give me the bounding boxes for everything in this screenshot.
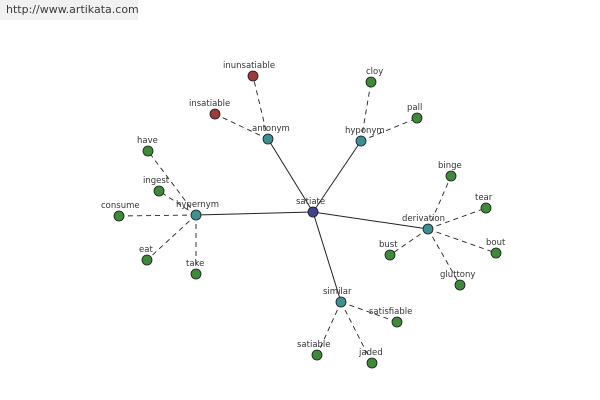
word-node-cloy[interactable]: [365, 76, 377, 88]
relation-label-hyponym[interactable]: hyponym: [345, 126, 385, 136]
word-label-bust[interactable]: bust: [379, 240, 398, 250]
edge-center-antonym: [267, 138, 314, 213]
edge-hypernym-have: [147, 150, 197, 216]
word-label-inunsatiable[interactable]: inunsatiable: [223, 61, 275, 71]
relation-label-hypernym[interactable]: hypernym: [176, 200, 219, 210]
word-label-take[interactable]: take: [186, 259, 204, 269]
relation-label-similar[interactable]: similar: [323, 287, 352, 297]
relation-node-hypernym[interactable]: [190, 209, 202, 221]
relation-label-derivation[interactable]: derivation: [402, 214, 445, 224]
center-node[interactable]: [307, 206, 319, 218]
edge-hyponym-pall: [360, 117, 418, 142]
edges-layer: [118, 75, 497, 364]
word-node-take[interactable]: [190, 268, 202, 280]
word-node-tear[interactable]: [480, 202, 492, 214]
edge-center-hypernym: [195, 211, 314, 216]
edge-hyponym-cloy: [360, 81, 372, 142]
edge-derivation-bout: [427, 228, 497, 254]
edge-similar-jaded: [340, 301, 373, 364]
word-label-gluttony[interactable]: gluttony: [440, 270, 475, 280]
edge-derivation-binge: [427, 175, 452, 230]
word-label-jaded[interactable]: jaded: [358, 348, 383, 358]
relation-node-derivation[interactable]: [422, 223, 434, 235]
nodes-layer: [113, 70, 502, 369]
word-node-have[interactable]: [142, 145, 154, 157]
word-node-consume[interactable]: [113, 210, 125, 222]
center-label[interactable]: satiate: [296, 197, 325, 207]
word-node-jaded[interactable]: [366, 357, 378, 369]
edge-similar-satiable: [316, 301, 342, 356]
edge-hypernym-consume: [118, 214, 197, 217]
edge-derivation-tear: [427, 207, 487, 230]
word-node-binge[interactable]: [445, 170, 457, 182]
edge-center-similar: [312, 211, 342, 303]
word-node-satiable[interactable]: [311, 349, 323, 361]
word-label-satisfiable[interactable]: satisfiable: [369, 307, 412, 317]
edge-center-derivation: [312, 211, 429, 230]
relation-node-similar[interactable]: [335, 296, 347, 308]
edge-center-hyponym: [312, 140, 362, 213]
word-node-satisfiable[interactable]: [391, 316, 403, 328]
word-node-eat[interactable]: [141, 254, 153, 266]
edge-antonym-inunsatiable: [252, 75, 269, 140]
word-node-inunsatiable[interactable]: [247, 70, 259, 82]
word-node-insatiable[interactable]: [209, 108, 221, 120]
word-node-ingest[interactable]: [153, 185, 165, 197]
edge-hypernym-ingest: [158, 190, 197, 216]
edge-hypernym-eat: [146, 214, 197, 261]
labels-layer: insatiable inunsatiable antonym cloy pall hyp…: [101, 61, 506, 358]
word-node-bout[interactable]: [490, 247, 502, 259]
word-label-tear[interactable]: tear: [475, 193, 493, 203]
url-banner[interactable]: http://www.artikata.com: [0, 0, 139, 20]
word-label-eat[interactable]: eat: [139, 245, 153, 255]
edge-antonym-insatiable: [214, 113, 269, 140]
relation-label-antonym[interactable]: antonym: [252, 124, 290, 134]
word-node-gluttony[interactable]: [454, 279, 466, 291]
edge-derivation-bust: [389, 228, 429, 256]
word-label-pall[interactable]: pall: [407, 103, 422, 113]
word-label-satiable[interactable]: satiable: [297, 340, 331, 350]
word-node-bust[interactable]: [384, 249, 396, 261]
word-node-pall[interactable]: [411, 112, 423, 124]
edge-similar-satisfiable: [340, 301, 398, 323]
word-label-binge[interactable]: binge: [438, 161, 462, 171]
word-label-cloy[interactable]: cloy: [366, 67, 383, 77]
relation-node-antonym[interactable]: [262, 133, 274, 145]
word-label-have[interactable]: have: [137, 136, 158, 146]
word-label-ingest[interactable]: ingest: [143, 176, 170, 186]
relation-node-hyponym[interactable]: [355, 135, 367, 147]
word-label-bout[interactable]: bout: [486, 238, 506, 248]
word-label-insatiable[interactable]: insatiable: [189, 99, 230, 109]
edge-derivation-gluttony: [427, 228, 461, 286]
word-label-consume[interactable]: consume: [101, 201, 140, 211]
